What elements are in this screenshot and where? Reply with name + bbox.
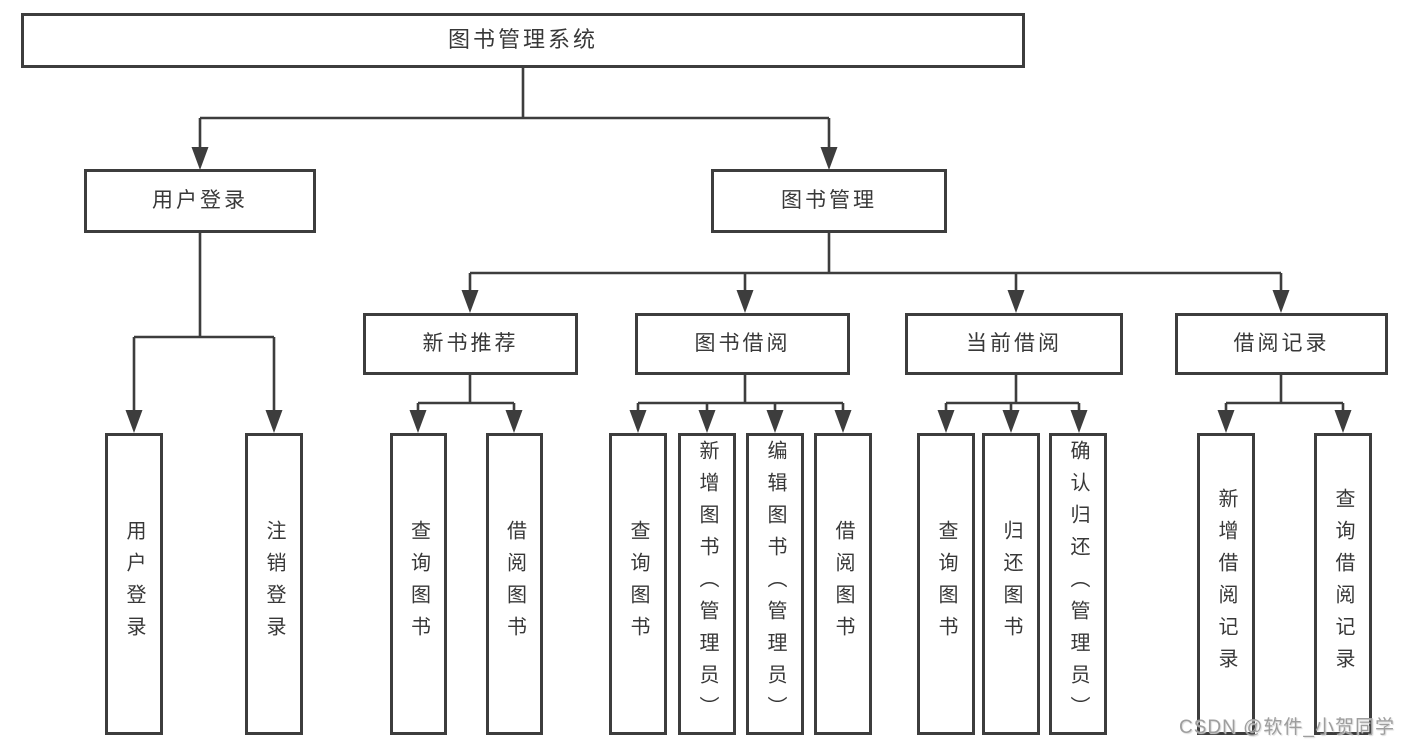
node-query-borrow-record: 查询借阅记录 — [1314, 433, 1372, 735]
node-borrow-records: 借阅记录 — [1175, 313, 1388, 375]
node-query-books-recommend: 查询图书 — [390, 433, 447, 735]
node-library-management-system: 图书管理系统 — [21, 13, 1025, 68]
node-borrow-books-recommend: 借阅图书 — [486, 433, 543, 735]
node-logout-leaf: 注销登录 — [245, 433, 303, 735]
node-return-book: 归还图书 — [982, 433, 1040, 735]
node-add-book-admin: 新增图书（管理员） — [678, 433, 736, 735]
node-query-books-borrow: 查询图书 — [609, 433, 667, 735]
node-confirm-return-admin: 确认归还（管理员） — [1049, 433, 1107, 735]
node-add-borrow-record: 新增借阅记录 — [1197, 433, 1255, 735]
node-book-management: 图书管理 — [711, 169, 947, 233]
node-borrow-books-leaf: 借阅图书 — [814, 433, 872, 735]
csdn-watermark: CSDN @软件_小贺同学 — [1179, 717, 1395, 738]
node-new-book-recommend: 新书推荐 — [363, 313, 578, 375]
node-query-books-current: 查询图书 — [917, 433, 975, 735]
node-edit-book-admin: 编辑图书（管理员） — [746, 433, 804, 735]
node-current-borrow: 当前借阅 — [905, 313, 1123, 375]
node-book-borrow: 图书借阅 — [635, 313, 850, 375]
node-user-login-leaf: 用户登录 — [105, 433, 163, 735]
node-user-login: 用户登录 — [84, 169, 316, 233]
